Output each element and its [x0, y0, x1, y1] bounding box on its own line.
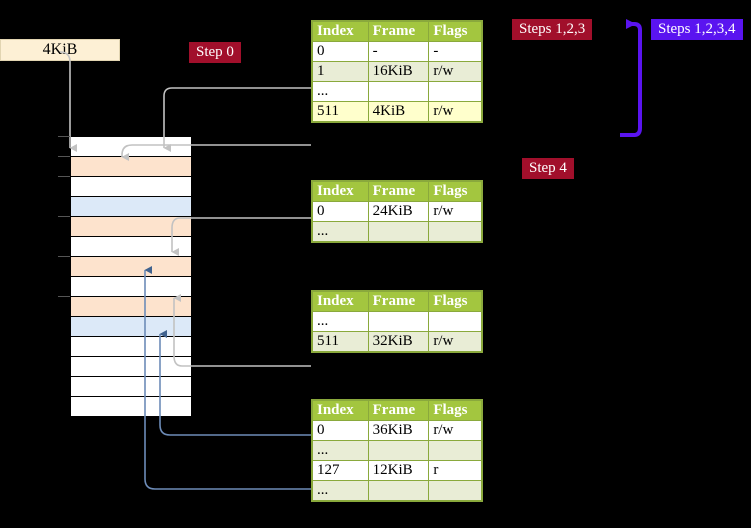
cell-flags: r/w [428, 420, 482, 441]
cell-index: 0 [312, 420, 369, 441]
col-header-frame: Frame [367, 291, 430, 312]
table-header-row: Index Frame Flags [312, 291, 482, 312]
col-header-flags: Flags [428, 181, 482, 202]
memory-frame-row[interactable] [71, 397, 191, 417]
physical-memory-column [70, 136, 191, 417]
memory-frame-row[interactable] [71, 377, 191, 397]
cell-index: 0 [312, 41, 369, 62]
pml4-table: Index Frame Flags 0 - - 1 16KiB r/w ... … [311, 20, 483, 123]
memory-tick-mark [58, 176, 70, 177]
pdpt-table: Index Frame Flags 0 24KiB r/w ... [311, 180, 483, 243]
col-header-frame: Frame [367, 400, 430, 421]
cell-flags [428, 81, 482, 102]
cell-flags [428, 311, 482, 332]
cell-index: ... [312, 221, 369, 242]
col-header-index: Index [312, 291, 369, 312]
table-row[interactable]: ... [312, 81, 482, 102]
memory-frame-row[interactable] [71, 197, 191, 217]
cell-frame: 32KiB [367, 331, 430, 352]
table-row[interactable]: 511 32KiB r/w [312, 331, 482, 352]
table-row[interactable]: 1 16KiB r/w [312, 61, 482, 82]
cell-index: 127 [312, 460, 369, 481]
arrow-pd-entry511-to-memory [173, 294, 311, 367]
arrow-4kib-to-memory [59, 51, 77, 152]
cell-index: ... [312, 81, 369, 102]
cell-index: 511 [312, 101, 369, 122]
cell-flags [428, 440, 482, 461]
arrow-pdpt-entry0-to-memory [171, 217, 311, 256]
cell-flags: r/w [428, 61, 482, 82]
memory-frame-row[interactable] [71, 357, 191, 377]
pd-table: Index Frame Flags ... 511 32KiB r/w [311, 290, 483, 353]
cell-index: ... [312, 311, 369, 332]
col-header-index: Index [312, 181, 369, 202]
table-row[interactable]: ... [312, 311, 482, 332]
table-row[interactable]: 0 24KiB r/w [312, 201, 482, 222]
step-0-label: Step 0 [189, 42, 241, 63]
memory-frame-row[interactable] [71, 257, 191, 277]
table-header-row: Index Frame Flags [312, 181, 482, 202]
memory-frame-row[interactable] [71, 277, 191, 297]
cell-flags: r [428, 460, 482, 481]
cell-index: ... [312, 480, 369, 501]
table-row[interactable]: ... [312, 480, 482, 501]
memory-frame-row[interactable] [71, 217, 191, 237]
memory-frame-row[interactable] [71, 137, 191, 157]
cell-flags: r/w [428, 201, 482, 222]
table-row[interactable]: 0 36KiB r/w [312, 420, 482, 441]
cell-frame: - [367, 41, 430, 62]
col-header-frame: Frame [367, 181, 430, 202]
memory-tick-mark [58, 256, 70, 257]
cell-frame [367, 440, 430, 461]
memory-frame-row[interactable] [71, 237, 191, 257]
memory-frame-row[interactable] [71, 177, 191, 197]
arrow-steps-loop [620, 19, 642, 137]
memory-tick-mark [58, 156, 70, 157]
cell-flags [428, 480, 482, 501]
table-header-row: Index Frame Flags [312, 21, 482, 42]
cell-index: ... [312, 440, 369, 461]
steps-1234-label: Steps 1,2,3,4 [651, 19, 743, 40]
table-row[interactable]: 0 - - [312, 41, 482, 62]
cell-frame: 36KiB [367, 420, 430, 441]
memory-tick-mark [58, 216, 70, 217]
table-row[interactable]: 127 12KiB r [312, 460, 482, 481]
pt-table: Index Frame Flags 0 36KiB r/w ... 127 12… [311, 399, 483, 502]
col-header-frame: Frame [367, 21, 430, 42]
memory-tick-mark [58, 136, 70, 137]
cell-frame [367, 81, 430, 102]
memory-frame-row[interactable] [71, 157, 191, 177]
col-header-flags: Flags [428, 400, 482, 421]
table-row[interactable]: 511 4KiB r/w [312, 101, 482, 122]
cell-flags [428, 221, 482, 242]
step-4-label: Step 4 [522, 158, 574, 179]
size-label-4kib: 4KiB [0, 39, 120, 61]
cell-index: 1 [312, 61, 369, 82]
cell-flags: r/w [428, 331, 482, 352]
cell-flags: r/w [428, 101, 482, 122]
cell-frame [367, 480, 430, 501]
cell-frame: 16KiB [367, 61, 430, 82]
col-header-flags: Flags [428, 21, 482, 42]
cell-frame: 4KiB [367, 101, 430, 122]
cell-frame [367, 311, 430, 332]
col-header-index: Index [312, 400, 369, 421]
memory-frame-row[interactable] [71, 317, 191, 337]
memory-tick-mark [58, 296, 70, 297]
cell-frame: 24KiB [367, 201, 430, 222]
memory-frame-row[interactable] [71, 297, 191, 317]
table-row[interactable]: ... [312, 440, 482, 461]
steps-123-label: Steps 1,2,3 [512, 19, 593, 40]
cell-index: 511 [312, 331, 369, 352]
cell-frame [367, 221, 430, 242]
col-header-flags: Flags [428, 291, 482, 312]
cell-index: 0 [312, 201, 369, 222]
cell-flags: - [428, 41, 482, 62]
cell-frame: 12KiB [367, 460, 430, 481]
memory-frame-row[interactable] [71, 337, 191, 357]
col-header-index: Index [312, 21, 369, 42]
table-row[interactable]: ... [312, 221, 482, 242]
table-header-row: Index Frame Flags [312, 400, 482, 421]
